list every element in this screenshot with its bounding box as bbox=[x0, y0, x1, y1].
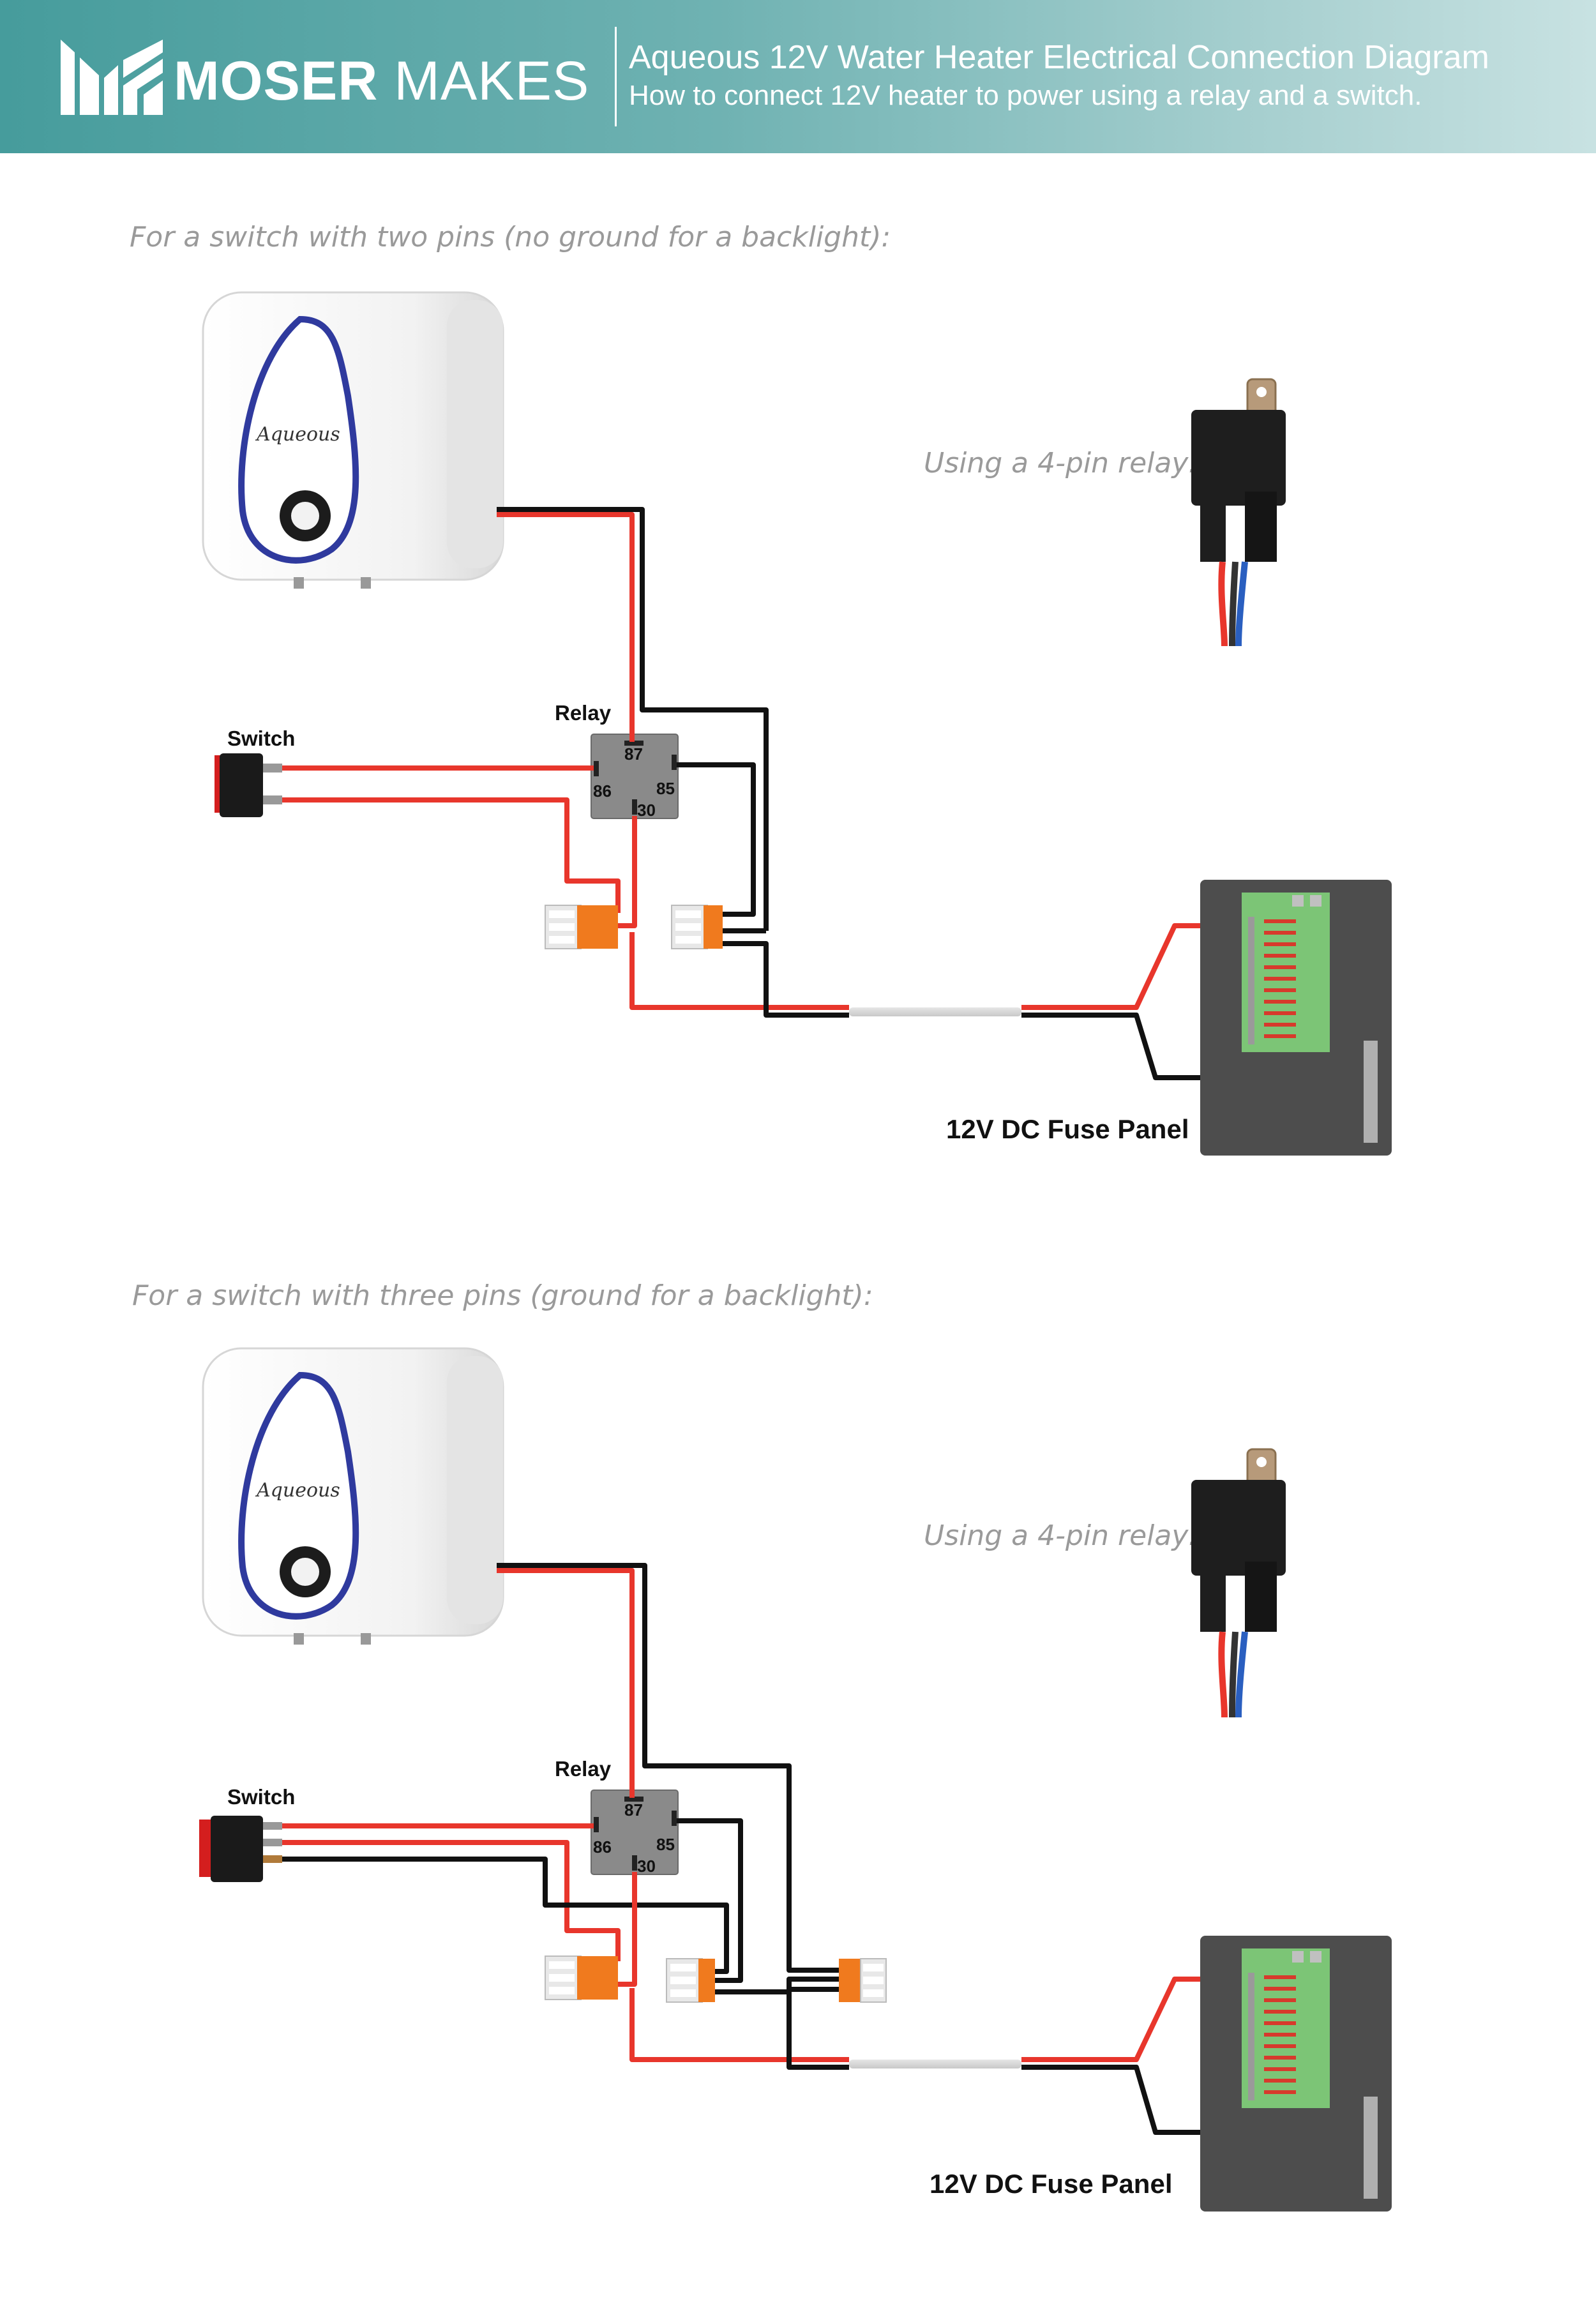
brand-bold: MOSER bbox=[174, 50, 379, 112]
wire-positive-to-cable bbox=[629, 932, 849, 1010]
brand-name: MOSER MAKES bbox=[174, 52, 589, 110]
relay: 87 86 85 30 bbox=[591, 734, 679, 820]
wiring-diagram-two-pin: Aqueous 87 86 85 30 bbox=[0, 0, 1596, 1156]
wire-30-to-connector bbox=[618, 816, 637, 928]
lever-connector-main-ground bbox=[839, 1958, 887, 2003]
section-caption-three-pin: For a switch with three pins (ground for… bbox=[132, 1279, 873, 1312]
rocker-switch bbox=[199, 1816, 282, 1882]
relay-label: Relay bbox=[555, 1757, 612, 1781]
relay-label: Relay bbox=[555, 701, 612, 725]
fuse-panel bbox=[1200, 1936, 1392, 2212]
relay-caption-1: Using a 4-pin relay: bbox=[924, 447, 1198, 479]
section-caption-two-pin: For a switch with two pins (no ground fo… bbox=[130, 221, 891, 253]
water-heater: Aqueous bbox=[202, 1347, 504, 1645]
relay-caption-2: Using a 4-pin relay: bbox=[924, 1519, 1198, 1552]
relay: 87 86 85 30 bbox=[591, 1790, 679, 1876]
relay-pin-87: 87 bbox=[624, 744, 643, 764]
lever-connector-switch-ground bbox=[666, 1958, 715, 2003]
heater-brand-text: Aqueous bbox=[255, 1479, 340, 1502]
relay-pin-30: 30 bbox=[637, 1857, 656, 1876]
lever-connector-negative bbox=[671, 905, 723, 949]
relay-photo bbox=[1191, 1448, 1286, 1718]
water-heater: Aqueous bbox=[202, 291, 504, 589]
brand-light: MAKES bbox=[394, 50, 590, 112]
rocker-switch bbox=[215, 753, 282, 817]
wire-heater-negative bbox=[497, 507, 769, 931]
relay-photo bbox=[1191, 378, 1286, 647]
relay-pin-85: 85 bbox=[656, 779, 675, 798]
fuse-panel-label: 12V DC Fuse Panel bbox=[946, 1114, 1189, 1144]
cable-sheath bbox=[849, 2060, 1021, 2069]
relay-pin-87: 87 bbox=[624, 1800, 643, 1820]
fuse-panel-label: 12V DC Fuse Panel bbox=[930, 2169, 1173, 2199]
header-divider bbox=[615, 27, 617, 126]
lever-connector-positive bbox=[545, 905, 618, 949]
wire-switch-to-connector bbox=[282, 797, 621, 913]
switch-label: Switch bbox=[227, 1785, 296, 1809]
wire-85-to-ground bbox=[677, 762, 756, 917]
relay-pin-86: 86 bbox=[593, 781, 612, 801]
moser-makes-logo-icon bbox=[61, 40, 163, 115]
wiring-diagram-three-pin: Aqueous 87 86 85 30 bbox=[0, 1056, 1596, 2212]
wire-heater-to-87 bbox=[497, 512, 635, 742]
header-banner: MOSER MAKES Aqueous 12V Water Heater Ele… bbox=[0, 0, 1596, 153]
relay-pin-30: 30 bbox=[637, 801, 656, 820]
page-subtitle: How to connect 12V heater to power using… bbox=[629, 80, 1422, 111]
relay-pin-85: 85 bbox=[656, 1835, 675, 1854]
switch-label: Switch bbox=[227, 727, 296, 750]
lever-connector-positive bbox=[545, 1956, 618, 2000]
wire-negative-to-cable bbox=[715, 941, 849, 1018]
cable-sheath bbox=[849, 1007, 1021, 1016]
page-title: Aqueous 12V Water Heater Electrical Conn… bbox=[629, 39, 1489, 76]
relay-pin-86: 86 bbox=[593, 1837, 612, 1857]
fuse-panel bbox=[1200, 880, 1392, 1156]
heater-brand-text: Aqueous bbox=[255, 423, 340, 446]
